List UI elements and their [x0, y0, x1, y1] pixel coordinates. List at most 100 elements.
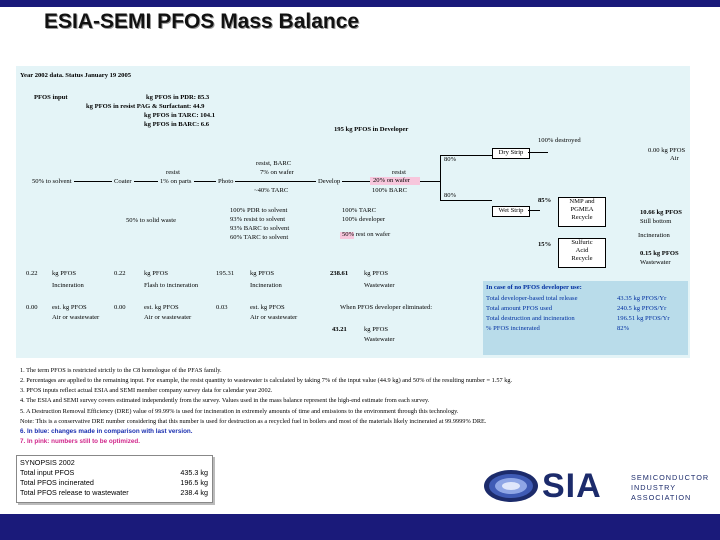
resist-barc-label: resist, BARC: [256, 160, 292, 167]
pct-tarc: 60% TARC to solvent: [230, 234, 289, 241]
input-pdr: kg PFOS in PDR: 85.3: [146, 94, 210, 101]
footnote-6: 6. In blue: changes made in comparison w…: [20, 428, 193, 435]
bottom-bar: [0, 514, 720, 540]
logo-sub-0: SEMICONDUCTOR: [631, 473, 710, 482]
barc-pct: 100% BARC: [372, 187, 407, 194]
synopsis-row-2-value: 238.4 kg: [180, 488, 208, 497]
wafer-pct: 20% on wafer: [373, 177, 410, 184]
photo-step: Photo: [216, 178, 236, 186]
sulfuric-box: Sulfuric Acid Recycle: [558, 238, 606, 268]
info-row-1-label: Total amount PFOS used: [486, 305, 553, 312]
page-title: ESIA-SEMI PFOS Mass Balance: [44, 10, 360, 33]
mass-balance-diagram: Year 2002 data. Status January 19 2005 P…: [16, 66, 690, 358]
synopsis-row-2-label: Total PFOS release to wastewater: [20, 488, 129, 497]
footnote-1: 1. The term PFOS is restricted strictly …: [20, 367, 222, 374]
solid-waste-label: 50% to solid waste: [126, 217, 176, 224]
on-wafer-label: 7% on wafer: [260, 169, 294, 176]
row1-l1: kg PFOS: [144, 270, 169, 277]
row2-l3: When PFOS developer eliminated:: [340, 304, 433, 311]
resist2-label: resist: [392, 169, 406, 176]
info-row-1-value: 240.5 kg PFOS/Yr: [617, 305, 667, 312]
row1-l2: kg PFOS: [250, 270, 275, 277]
inc-1: Flash to incineration: [144, 282, 199, 289]
branch-up: [440, 155, 492, 156]
air-ww-1: Air or wastewater: [144, 314, 192, 321]
pct-resist: 93% resist to solvent: [230, 216, 286, 223]
nmp-label: NMP and: [569, 198, 595, 205]
pct-80-up: 80%: [444, 156, 457, 163]
footnote-5-note: Note: This is a conservative DRE number …: [20, 418, 487, 425]
develop-step: Develop: [316, 178, 343, 186]
input-label: PFOS input: [34, 94, 68, 101]
sulfuric-recycle-label: Recycle: [571, 255, 593, 262]
pct-85: 85%: [538, 197, 552, 204]
input-barc: kg PFOS in BARC: 6.6: [144, 121, 210, 128]
input-resist: kg PFOS in resist PAG & Surfactant: 44.9: [86, 103, 205, 110]
nmp-box: NMP and PGMEA Recycle: [558, 197, 606, 227]
row2-l0: est. kg PFOS: [52, 304, 87, 311]
status-text: Year 2002 data. Status January 19 2005: [20, 72, 132, 79]
wet-strip-box: Wet Strip: [492, 206, 530, 217]
footnote-5: 5. A Destruction Removal Efficiency (DRE…: [20, 408, 459, 415]
kg-4321-label: kg PFOS: [364, 326, 389, 333]
row1-v3: 238.61: [330, 270, 349, 277]
resist-label: resist: [166, 169, 180, 176]
to-solvent-label: 50% to solvent: [30, 178, 74, 186]
globe-icon: [484, 470, 538, 502]
air-kg: 0.00 kg PFOS: [648, 147, 686, 154]
info-row-2-label: Total destruction and incineration: [486, 315, 575, 322]
synopsis-row-0-value: 435.3 kg: [180, 468, 208, 477]
sia-logo: SIA SEMICONDUCTOR INDUSTRY ASSOCIATION: [483, 467, 710, 505]
ww-label: Wastewater: [640, 259, 671, 266]
logo-sub-2: ASSOCIATION: [631, 493, 692, 502]
synopsis-row-2: Total PFOS release to wastewater 238.4 k…: [20, 488, 208, 497]
footnote-3: 3. PFOS inputs reflect actual ESIA and S…: [20, 387, 273, 394]
row1-l3: kg PFOS: [364, 270, 389, 277]
row2-l1: est. kg PFOS: [144, 304, 179, 311]
row2-v0: 0.00: [26, 304, 38, 311]
row1-v0: 0.22: [26, 270, 38, 277]
sulfuric-label: Sulfuric: [571, 239, 593, 246]
still-kg: 10.66 kg PFOS: [640, 209, 682, 216]
pgmea-label: PGMEA: [570, 206, 594, 213]
less-tarc-label: ~40% TARC: [254, 187, 289, 194]
pct-barc: 93% BARC to solvent: [230, 225, 290, 232]
developer-kg-label: 195 kg PFOS in Developer: [334, 126, 409, 133]
info-row-2-value: 196.51 kg PFOS/Yr: [617, 315, 670, 322]
synopsis-box: SYNOPSIS 2002 Total input PFOS 435.3 kg …: [16, 455, 213, 503]
synopsis-title: SYNOPSIS 2002: [20, 458, 75, 467]
row2-l2: est. kg PFOS: [250, 304, 285, 311]
wet-strip-line: [528, 210, 540, 211]
synopsis-row-0: Total input PFOS 435.3 kg: [20, 468, 208, 477]
synopsis-row-0-label: Total input PFOS: [20, 468, 75, 477]
air-ww-2: Air or wastewater: [250, 314, 298, 321]
wastewater2: Wastewater: [364, 336, 395, 343]
logo-sub-1: INDUSTRY: [631, 483, 677, 492]
input-tarc: kg PFOS in TARC: 104.1: [144, 112, 216, 119]
pct-developer: 100% developer: [342, 216, 386, 223]
footnote-2: 2. Percentages are applied to the remain…: [20, 377, 513, 384]
kg-4321: 43.21: [332, 326, 347, 333]
air-label: Air: [670, 155, 679, 162]
recycle-label: Recycle: [571, 214, 593, 221]
coater-step: Coater: [112, 178, 134, 186]
synopsis-row-1-value: 196.5 kg: [180, 478, 208, 487]
footnote-4: 4. The ESIA and SEMI survey covers estim…: [20, 397, 430, 404]
row1-l0: kg PFOS: [52, 270, 77, 277]
sia-wordmark: SIA: [542, 467, 602, 505]
resist-on-parts: 1% on parts: [158, 178, 194, 186]
row1-v2: 195.31: [216, 270, 235, 277]
destroyed-label: 100% destroyed: [538, 137, 581, 144]
inc-2: Incineration: [250, 282, 282, 289]
footnote-7: 7. In pink: numbers still to be optimize…: [20, 438, 141, 445]
info-heading: In case of no PFOS developer use:: [486, 284, 582, 291]
still-bottom: Still bottom: [640, 218, 672, 225]
branch-down: [440, 200, 492, 201]
pct-80-down: 80%: [444, 192, 457, 199]
inc-0: Incineration: [52, 282, 84, 289]
info-row-0-value: 43.35 kg PFOS/Yr: [617, 295, 667, 302]
still-incineration: Incineration: [638, 232, 670, 239]
dry-strip-box: Dry Strip: [492, 148, 530, 159]
pink-highlight-wafer: [370, 177, 420, 185]
top-bar: [0, 0, 720, 7]
